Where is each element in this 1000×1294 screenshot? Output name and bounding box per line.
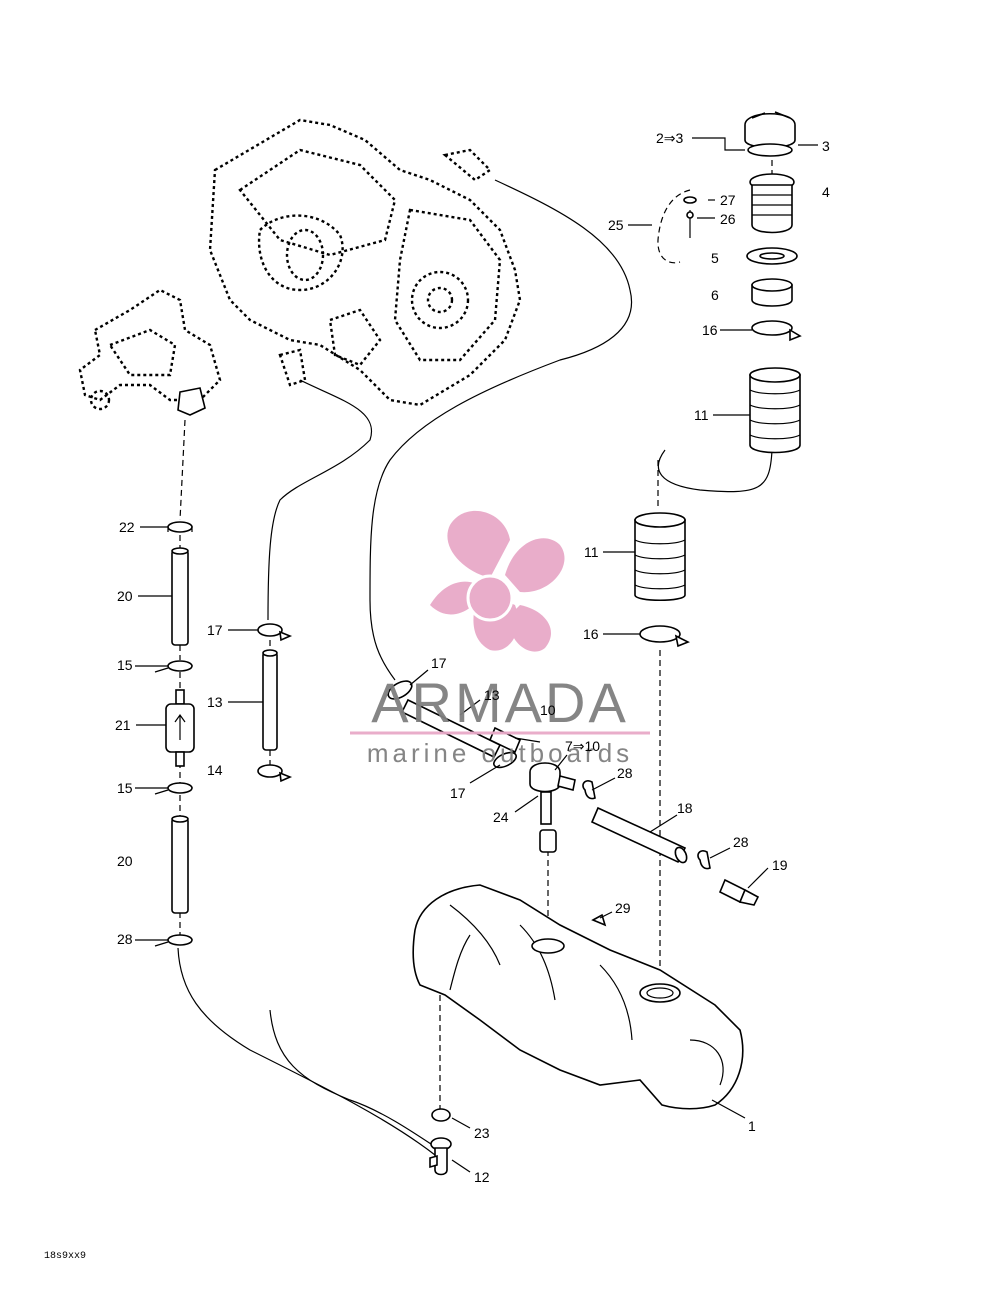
label-26: 26 [720, 211, 736, 227]
hose-13-mid [262, 649, 278, 751]
clamp-lower [639, 625, 690, 648]
fuel-filter [165, 689, 195, 767]
leader-lines [135, 137, 818, 1173]
label-11-lower: 11 [584, 544, 599, 560]
hose-20-lower [171, 815, 189, 914]
label-6: 6 [711, 287, 719, 303]
label-28-right: 28 [733, 834, 749, 850]
clamp-22 [167, 521, 193, 533]
bellows-lower [634, 512, 686, 602]
hose-20-upper [171, 547, 189, 646]
clamp-17-center-bottom [493, 751, 517, 769]
grommet-23 [431, 1108, 451, 1122]
label-16-upper: 16 [702, 322, 718, 338]
label-15-upper: 15 [117, 657, 133, 673]
label-7-to-10: 7⇒10 [565, 738, 600, 754]
oil-pump-ghost [78, 288, 222, 416]
fuel-tank [412, 884, 744, 1110]
hose-18 [590, 806, 688, 864]
label-11-upper: 11 [694, 407, 709, 423]
label-28-left: 28 [117, 931, 133, 947]
label-23: 23 [474, 1125, 490, 1141]
label-12: 12 [474, 1169, 490, 1185]
label-17-top: 17 [431, 655, 447, 671]
fitting-19 [718, 878, 760, 906]
label-20-upper: 20 [117, 588, 133, 604]
label-25: 25 [608, 217, 624, 233]
tee-fitting-24 [529, 762, 576, 825]
clip-28-right [697, 850, 711, 870]
filler-neck [749, 173, 795, 234]
label-18: 18 [677, 800, 693, 816]
nut-ring [751, 278, 793, 307]
label-13-diag: 13 [484, 687, 500, 703]
propeller-logo-icon [430, 510, 565, 652]
watermark: ARMADA marine outboards [350, 510, 650, 768]
label-19: 19 [772, 857, 788, 873]
clamp-14 [257, 764, 293, 783]
label-13-mid: 13 [207, 694, 223, 710]
engine-ghost [208, 118, 522, 407]
tether-cord [657, 189, 697, 264]
drawing-code: 18s9xx9 [44, 1251, 86, 1262]
watermark-name: ARMADA [371, 671, 629, 734]
label-1: 1 [748, 1118, 756, 1134]
label-22: 22 [119, 519, 135, 535]
label-20-lower: 20 [117, 853, 133, 869]
label-24: 24 [493, 809, 509, 825]
label-27: 27 [720, 192, 736, 208]
bellows-upper [749, 367, 801, 454]
label-4: 4 [822, 184, 830, 200]
hose-13-diagonal [400, 698, 502, 759]
label-29: 29 [615, 900, 631, 916]
label-17-mid: 17 [207, 622, 223, 638]
label-15-lower: 15 [117, 780, 133, 796]
fitting-below-24 [539, 829, 557, 853]
clip-28-center [582, 780, 596, 800]
callout-labels: 1 2⇒3 3 4 5 6 7⇒10 10 11 11 12 13 13 14 … [115, 130, 830, 1185]
clamp-upper [751, 320, 802, 342]
label-14: 14 [207, 762, 223, 778]
label-17-bottom: 17 [450, 785, 466, 801]
label-10: 10 [540, 702, 556, 718]
label-21: 21 [115, 717, 131, 733]
fuel-cap [744, 111, 796, 157]
label-28-center: 28 [617, 765, 633, 781]
label-5: 5 [711, 250, 719, 266]
label-3: 3 [822, 138, 830, 154]
clamp-17-mid [257, 623, 293, 642]
label-16-lower: 16 [583, 626, 599, 642]
fitting-12 [429, 1137, 452, 1176]
label-2-to-3: 2⇒3 [656, 130, 684, 146]
watermark-tagline: marine outboards [367, 738, 633, 768]
